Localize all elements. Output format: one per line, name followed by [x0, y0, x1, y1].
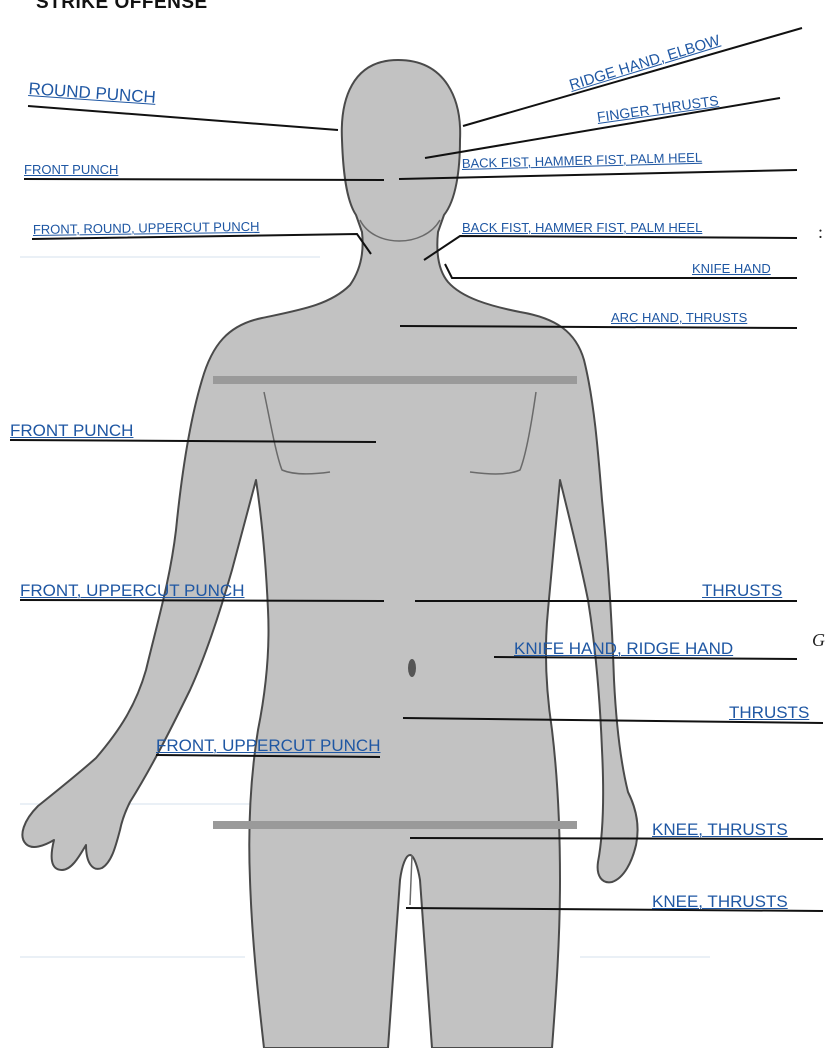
leader-front-uppercut-solar	[20, 600, 384, 601]
label-thrusts-abdomen[interactable]: Thrusts	[729, 704, 809, 721]
human-silhouette	[22, 60, 637, 1048]
label-knife-hand[interactable]: Knife Hand	[692, 262, 771, 275]
leader-finger-thrusts	[425, 98, 780, 158]
label-front-uppercut-solar[interactable]: Front, Uppercut Punch	[20, 582, 244, 599]
body-outline	[22, 60, 637, 1048]
label-back-fist-neck[interactable]: Back Fist, Hammer Fist, Palm Heel	[462, 221, 702, 234]
label-knee-thrusts-groin[interactable]: Knee, Thrusts	[652, 821, 788, 838]
label-arc-hand-thrusts[interactable]: Arc Hand, Thrusts	[611, 311, 747, 324]
label-knee-thrusts-thigh[interactable]: Knee, Thrusts	[652, 893, 788, 910]
label-front-uppercut-lower[interactable]: Front, Uppercut Punch	[156, 737, 380, 754]
leader-front-round-uppercut	[32, 234, 371, 254]
label-thrusts-solar[interactable]: Thrusts	[702, 582, 782, 599]
leader-round-punch	[28, 106, 338, 130]
label-front-round-uppercut[interactable]: Front, Round, Uppercut Punch	[33, 220, 260, 236]
label-front-punch-chest[interactable]: Front Punch	[10, 422, 133, 439]
leader-back-fist-neck	[424, 236, 797, 260]
label-knife-ridge-hand[interactable]: Knife Hand, Ridge Hand	[514, 640, 733, 657]
leader-front-punch-head	[24, 179, 384, 180]
label-front-punch-head[interactable]: Front Punch	[24, 163, 118, 176]
